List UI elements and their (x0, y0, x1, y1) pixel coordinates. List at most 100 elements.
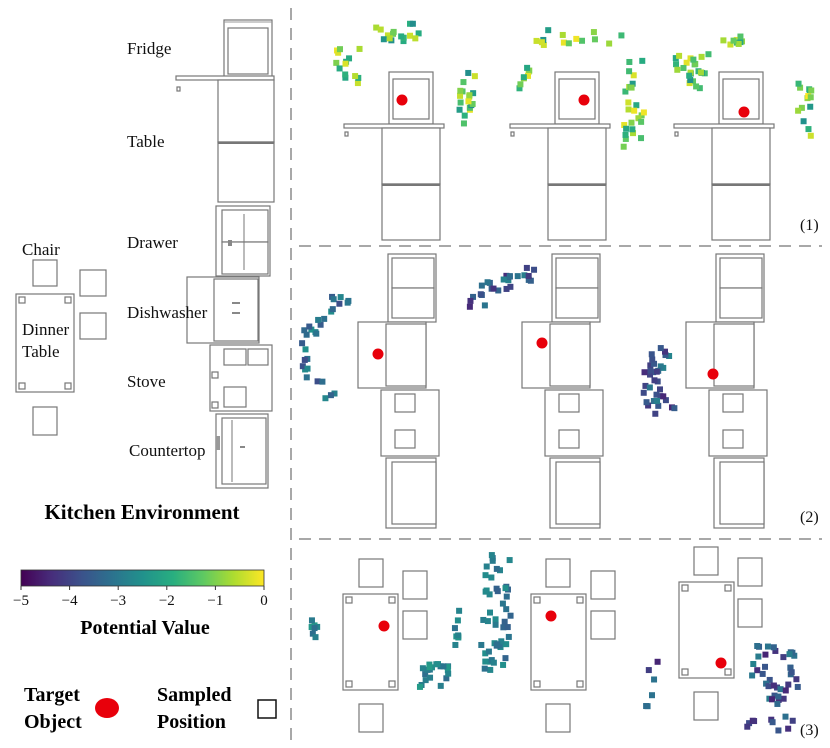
sampled-position (643, 703, 650, 710)
sampled-position (466, 303, 473, 310)
sampled-position (656, 386, 663, 393)
sampled-position (492, 621, 499, 628)
sampled-position (492, 616, 499, 623)
target-object-marker (715, 657, 727, 669)
sampled-position (648, 351, 655, 358)
sampled-position (484, 279, 491, 286)
sampled-position (485, 648, 492, 655)
sampled-position (315, 316, 322, 323)
sampled-position (482, 650, 489, 657)
sampled-position (606, 40, 613, 47)
legend: Target Object Sampled Position (24, 684, 277, 733)
sampled-position (620, 143, 627, 150)
sampled-position (533, 37, 540, 44)
sampled-position (335, 49, 342, 56)
sampled-position (490, 285, 497, 292)
sampled-position (481, 665, 488, 672)
sampled-position (676, 52, 683, 59)
sampled-position (514, 273, 521, 280)
sampled-position (355, 74, 362, 81)
sampled-position (407, 32, 414, 39)
fridge-label: Fridge (127, 39, 171, 58)
sampled-position (419, 665, 426, 672)
target-object-marker (578, 94, 590, 106)
target-object-marker (378, 620, 390, 632)
sampled-position (772, 647, 779, 654)
sampled-position (503, 272, 510, 279)
target-object-marker (372, 348, 384, 360)
sampled-position (759, 670, 766, 677)
sampled-position (333, 59, 340, 66)
sampled-position (652, 410, 659, 417)
sampled-position (560, 39, 567, 46)
sampled-position (317, 321, 324, 328)
sampled-position (527, 277, 534, 284)
row-1-label: (1) (800, 217, 819, 234)
sampled-position (657, 363, 664, 370)
table-label: Table (127, 132, 165, 151)
sampled-position (470, 90, 477, 97)
sampled-position (299, 340, 306, 347)
target-object-marker (536, 337, 548, 349)
sampled-position (490, 659, 497, 666)
countertop-label: Countertop (129, 441, 206, 460)
sampled-position (749, 672, 756, 679)
sampled-position (622, 135, 629, 142)
sampled-position (630, 72, 637, 79)
chair-right-bottom (79, 312, 107, 340)
chair (358, 703, 384, 733)
sampled-position (657, 345, 664, 352)
sampled-position (336, 65, 343, 72)
chair (693, 546, 719, 576)
target-object-marker (545, 610, 557, 622)
sampled-position (451, 625, 458, 632)
sampled-position (470, 293, 477, 300)
sampled-position (412, 35, 419, 42)
colorbar-tick-label: −2 (159, 593, 175, 609)
stove-object (209, 344, 273, 412)
colorbar-tick-label: −4 (62, 593, 78, 609)
sampled-position (628, 119, 635, 126)
sampled-position (313, 330, 320, 337)
row-2-scene (357, 253, 440, 529)
sampled-position (356, 45, 363, 52)
sampled-position (777, 686, 784, 693)
sampled-position (780, 695, 787, 702)
row-2-panel: (2) (299, 253, 819, 529)
sampled-position (308, 617, 315, 624)
sampled-position (774, 700, 781, 707)
sampled-position (329, 306, 336, 313)
sampled-position (409, 20, 416, 27)
sampled-position (795, 80, 802, 87)
sampled-position (651, 377, 658, 384)
sampled-position (622, 88, 629, 95)
sampled-position (440, 663, 447, 670)
sampled-position (390, 30, 397, 37)
sampled-position (662, 348, 669, 355)
dinner-set (15, 259, 107, 436)
sampled-position (789, 717, 796, 724)
sampled-position (525, 72, 532, 79)
sampled-position (651, 360, 658, 367)
sampled-position (618, 32, 625, 39)
sampled-position (477, 291, 484, 298)
sampled-position (727, 41, 734, 48)
sampled-position (312, 634, 319, 641)
sampled-position (308, 326, 315, 333)
sampled-position (687, 69, 694, 76)
drawer-object (215, 205, 271, 277)
sampled-position (662, 352, 669, 359)
colorbar-tick-label: −5 (13, 593, 29, 609)
sampled-position (737, 33, 744, 40)
sampled-position (299, 363, 306, 370)
sampled-position (640, 389, 647, 396)
sampled-position (309, 630, 316, 637)
chair (590, 610, 616, 640)
sampled-position (630, 130, 637, 137)
sampled-position (768, 696, 775, 703)
sampled-position (443, 675, 450, 682)
sampled-position (621, 122, 628, 129)
sampled-position (631, 107, 638, 114)
sampled-position (377, 26, 384, 33)
